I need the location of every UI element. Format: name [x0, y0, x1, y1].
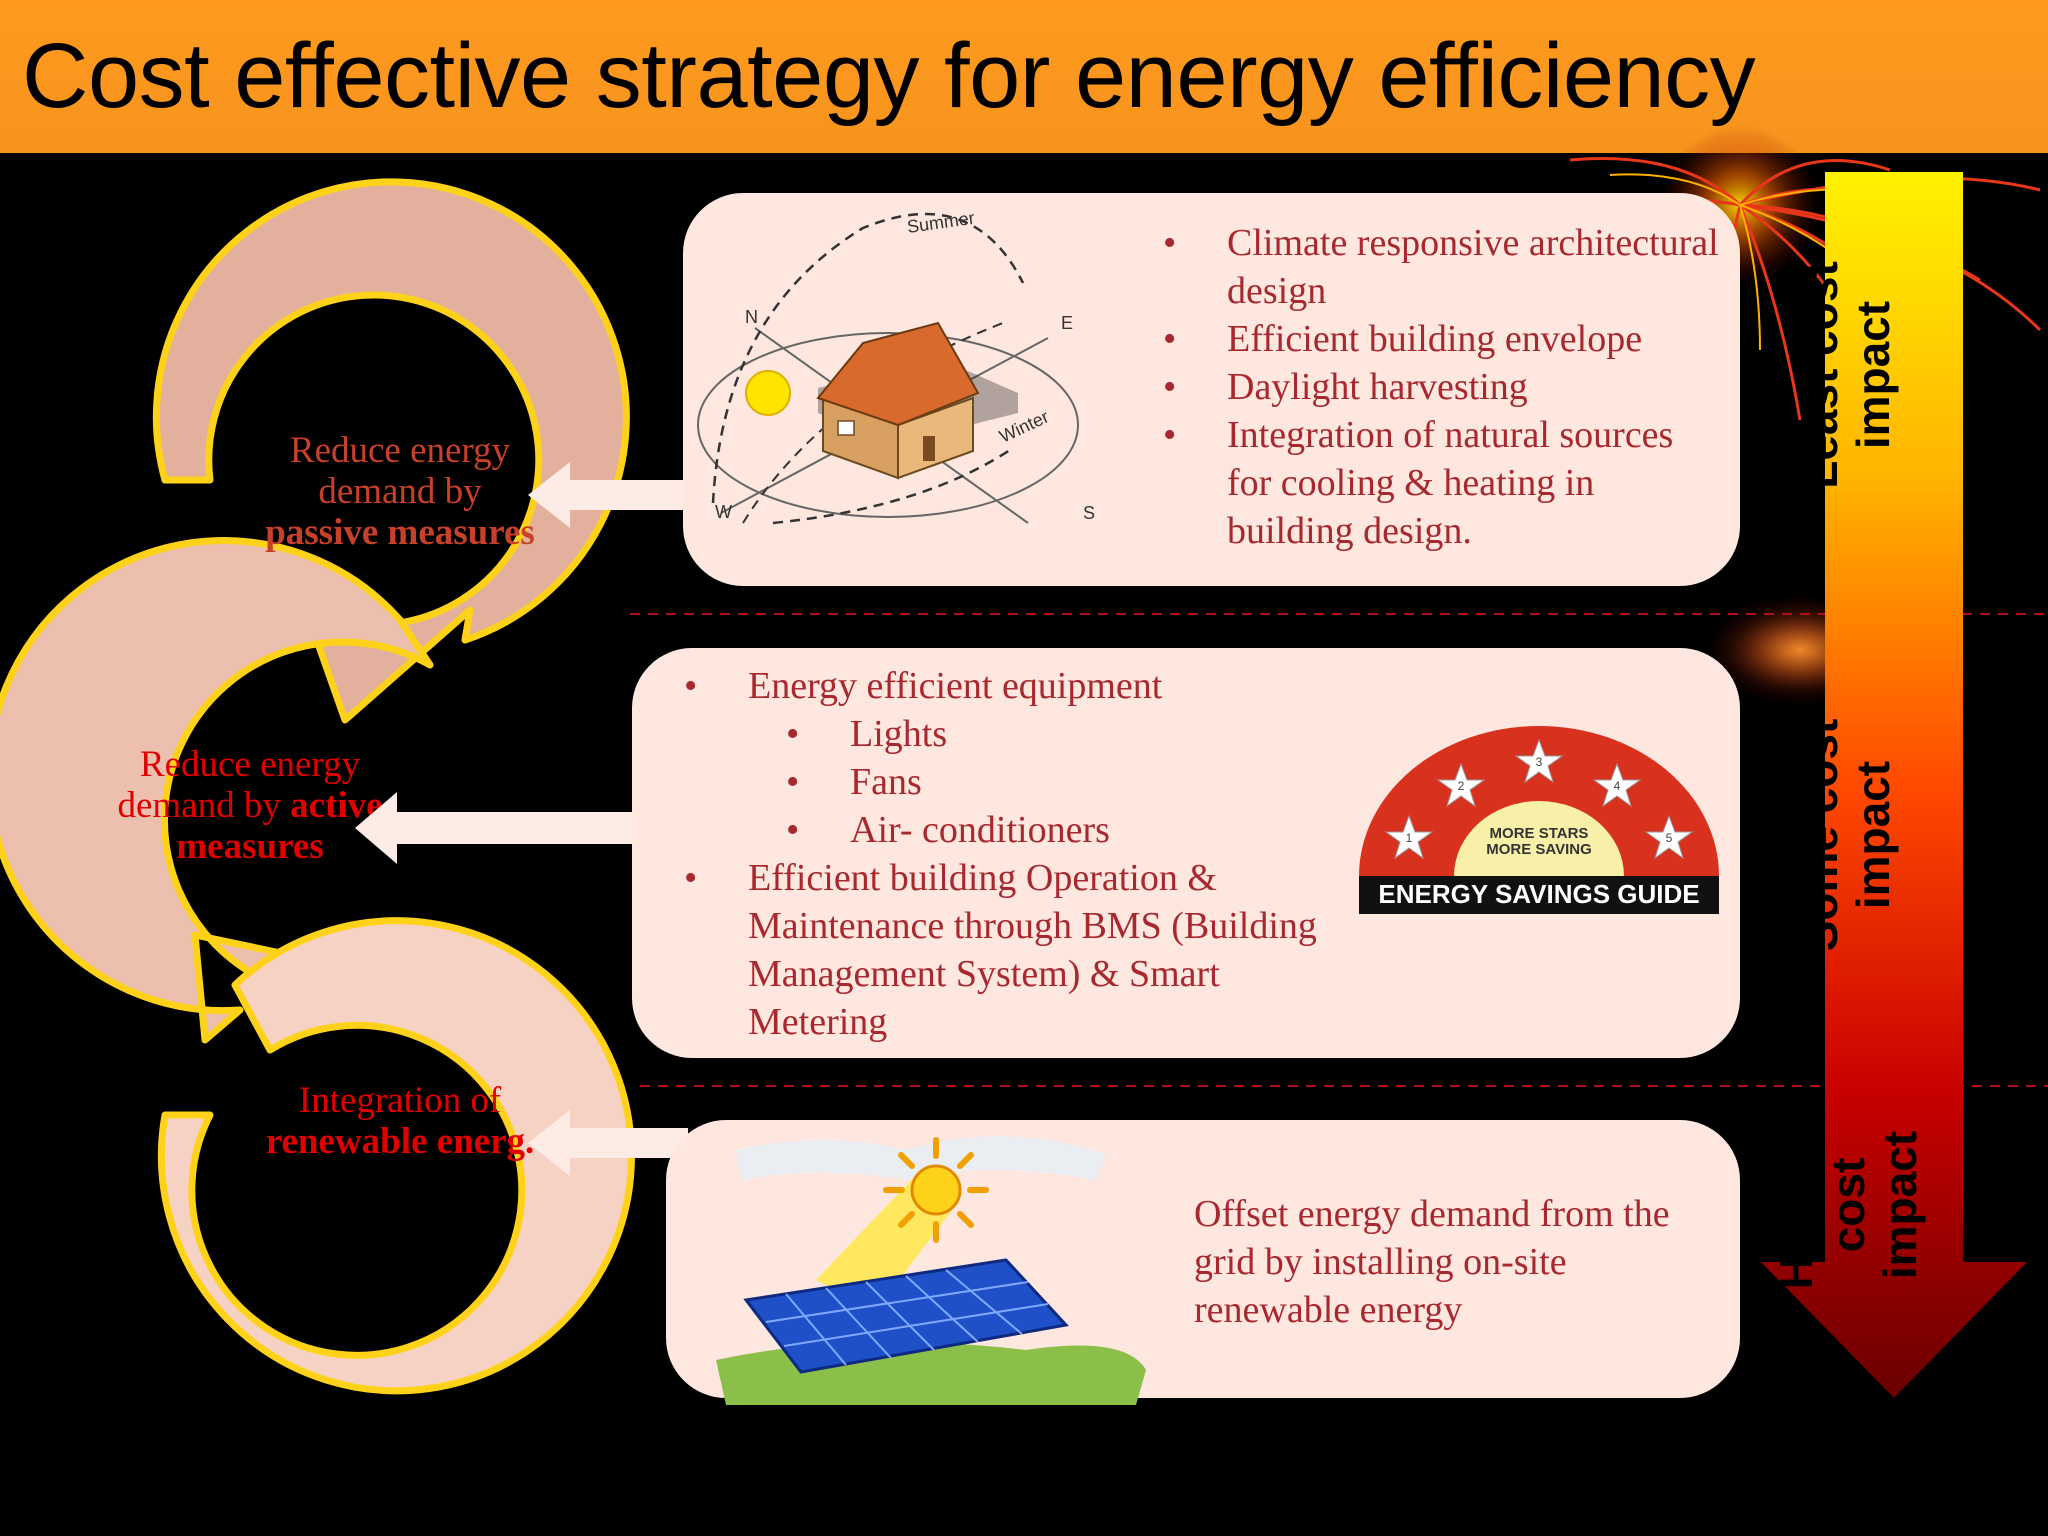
connector-arrow-active: [355, 792, 635, 864]
some-cost-line1: Some cost: [1795, 718, 1847, 952]
active-panel: Energy efficient equipment Lights Fans A…: [632, 648, 1740, 1058]
star-rating-badge-icon: MORE STARS MORE SAVING 1 2 3 4 5 ENERGY …: [1359, 726, 1719, 914]
passive-panel: Summer Winter N E S W Climate responsive…: [683, 193, 1740, 586]
slide-title: Cost effective strategy for energy effic…: [22, 25, 1756, 127]
renewable-description: Offset energy demand from the grid by in…: [1194, 1193, 1670, 1331]
renewable-panel: Offset energy demand from the grid by in…: [666, 1120, 1740, 1405]
badge-star-4: 4: [1614, 779, 1621, 793]
house-icon: [816, 321, 1018, 480]
east-label: E: [1061, 313, 1073, 333]
least-cost-label: Least cost impact: [1795, 245, 1905, 505]
renewable-label: Integration of renewable energ.: [240, 1080, 560, 1162]
some-cost-line2: impact: [1847, 760, 1899, 910]
north-label: N: [745, 307, 758, 327]
sun-icon: [883, 1137, 989, 1243]
passive-bullet-list: Climate responsive architectural design …: [1163, 219, 1723, 555]
west-label: W: [715, 502, 732, 522]
active-label-line2: demand by active: [90, 785, 410, 826]
renewable-label-line2: renewable energ.: [265, 1121, 535, 1162]
active-label-line2-plain: demand by: [117, 785, 291, 826]
passive-bullet: Climate responsive architectural design: [1163, 219, 1723, 315]
active-sub-bullet: Lights: [684, 710, 1354, 758]
passive-bullet: Efficient building envelope: [1163, 315, 1723, 363]
active-sub-bullet: Fans: [684, 758, 1354, 806]
active-label: Reduce energy demand by active measures: [90, 744, 410, 867]
highest-cost-line2: cost: [1822, 1157, 1874, 1253]
cost-scale-arrow: [1761, 172, 2027, 1398]
cycle-diagram: [0, 178, 635, 1395]
passive-bullet: Daylight harvesting: [1163, 363, 1723, 411]
highest-cost-line3: impact: [1874, 1130, 1926, 1280]
passive-label: Reduce energy demand by passive measures: [240, 430, 560, 553]
some-cost-label: Some cost impact: [1795, 705, 1905, 965]
passive-label-line3: passive measures: [265, 512, 535, 553]
badge-star-5: 5: [1666, 831, 1673, 845]
least-cost-line1: Least cost: [1795, 261, 1847, 489]
badge-star-3: 3: [1536, 755, 1543, 769]
least-cost-line2: impact: [1847, 300, 1899, 450]
passive-label-line2: demand by: [318, 471, 482, 512]
highest-cost-label: Highest cost impact: [1770, 1105, 1930, 1305]
badge-line2: MORE SAVING: [1486, 841, 1592, 858]
south-label: S: [1083, 503, 1095, 523]
active-sub-bullet: Air- conditioners: [684, 806, 1354, 854]
badge-banner: ENERGY SAVINGS GUIDE: [1378, 879, 1699, 909]
passive-bullet: Integration of natural sources for cooli…: [1163, 411, 1723, 555]
renewable-label-line1: Integration of: [298, 1080, 502, 1121]
connector-arrow-passive: [528, 462, 688, 528]
badge-star-2: 2: [1458, 779, 1465, 793]
active-label-line3: measures: [176, 826, 324, 867]
renewable-ring: [157, 917, 635, 1395]
active-bullet-list: Energy efficient equipment Lights Fans A…: [684, 662, 1354, 1046]
divider-bottom: [640, 1085, 2048, 1087]
divider-top: [630, 613, 2048, 615]
passive-label-line1: Reduce energy: [289, 430, 511, 471]
solar-panel-icon: [716, 1136, 1146, 1405]
active-bullet: Energy efficient equipment: [684, 662, 1354, 710]
summer-label: Summer: [906, 208, 976, 237]
passive-ring: [152, 178, 630, 724]
badge-star-1: 1: [1406, 831, 1413, 845]
active-bullet: Efficient building Operation & Maintenan…: [684, 854, 1354, 1046]
highest-cost-line1: Highest: [1770, 1120, 1822, 1290]
badge-line1: MORE STARS: [1490, 825, 1589, 842]
sun-path-diagram-icon: Summer Winter N E S W: [697, 208, 1095, 525]
title-bar: Cost effective strategy for energy effic…: [0, 0, 2048, 153]
active-label-line1: Reduce energy: [139, 744, 361, 785]
active-ring: [0, 537, 434, 1044]
connector-arrow-renewable: [528, 1110, 688, 1176]
